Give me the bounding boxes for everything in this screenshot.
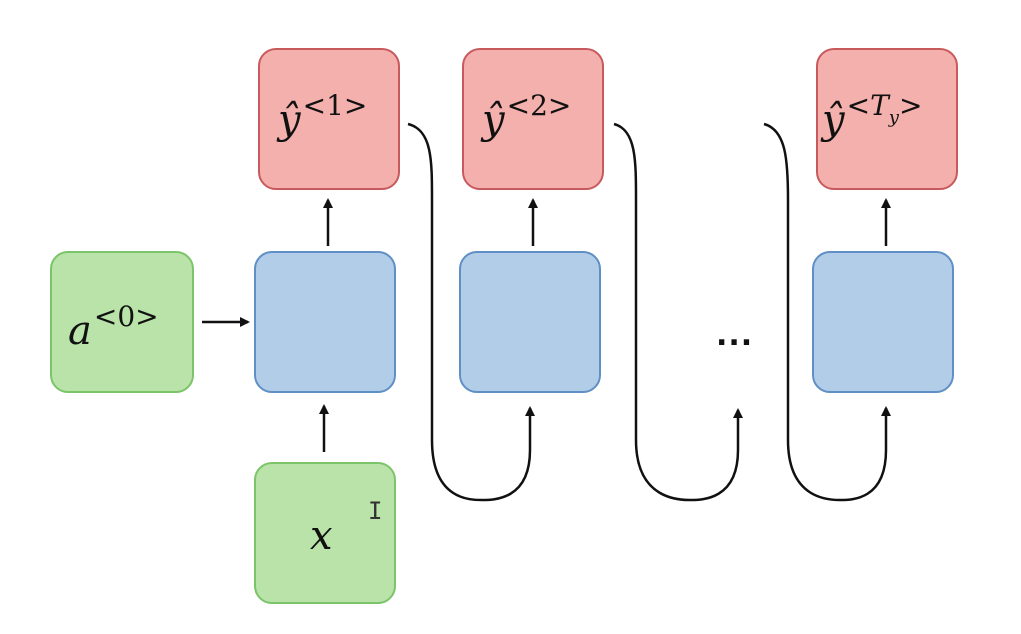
output-2-superscript: <2>	[506, 89, 572, 122]
a0-symbol: a	[68, 308, 92, 354]
output-label-1: ŷ<1>	[278, 92, 367, 143]
text-cursor-icon: I	[368, 497, 383, 525]
output-T-superscript: <Ty>	[846, 89, 923, 127]
input-x-label: x	[310, 513, 333, 559]
input-x-box: x	[254, 462, 396, 604]
ellipsis: ...	[716, 318, 754, 353]
output-label-T: ŷ<Ty>	[822, 92, 922, 143]
output-T-sup-sub: y	[888, 107, 899, 128]
output-box-2: ŷ<2>	[462, 48, 604, 190]
rnn-cell-2	[459, 251, 601, 393]
initial-activation-label: a<0>	[68, 303, 159, 354]
rnn-cell-T	[812, 251, 954, 393]
feedback-curve-3	[763, 122, 891, 502]
initial-activation-box: a<0>	[50, 251, 194, 393]
output-T-sup-close: >	[898, 89, 923, 122]
output-box-T: ŷ<Ty>	[816, 48, 958, 190]
output-1-symbol: ŷ	[278, 97, 301, 143]
output-1-superscript: <1>	[302, 89, 368, 122]
output-T-symbol: ŷ	[822, 97, 845, 143]
feedback-curve-2	[613, 122, 743, 502]
feedback-curve-1	[407, 122, 535, 502]
a0-superscript: <0>	[93, 300, 159, 333]
output-T-sup-T: T	[870, 89, 889, 122]
output-2-symbol: ŷ	[482, 97, 505, 143]
output-box-1: ŷ<1>	[258, 48, 400, 190]
output-label-2: ŷ<2>	[482, 92, 571, 143]
output-T-sup-open: <	[846, 89, 871, 122]
rnn-cell-1	[254, 251, 396, 393]
